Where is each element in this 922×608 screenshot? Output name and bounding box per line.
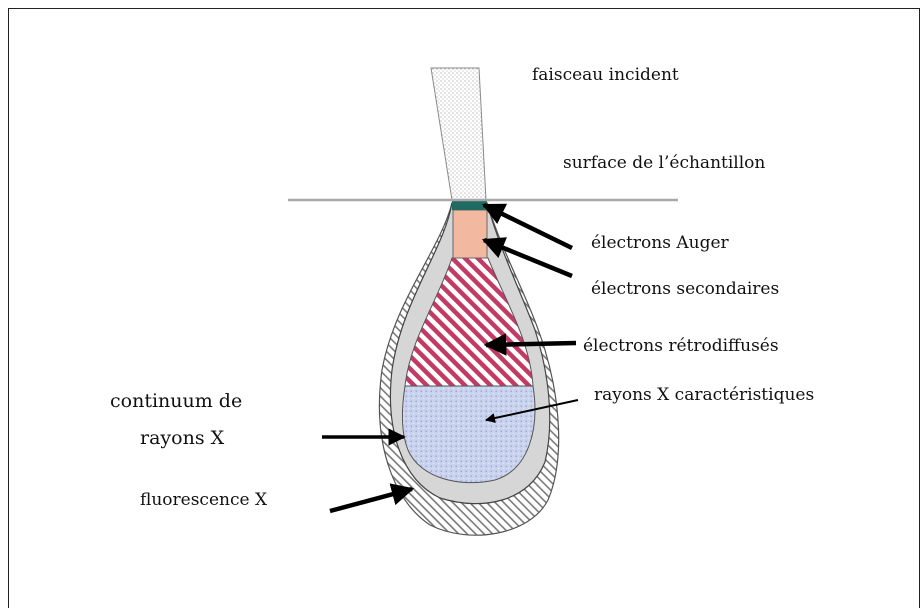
- incident-beam: [431, 68, 486, 200]
- beam-label: faisceau incident: [532, 65, 679, 85]
- interaction-volume-diagram: faisceau incident surface de l’échantill…: [0, 0, 922, 595]
- fluorescence-label: fluorescence X: [140, 490, 268, 510]
- backscattered-label: électrons rétrodiffusés: [583, 336, 779, 356]
- characteristic-xray-label: rayons X caractéristiques: [594, 385, 814, 405]
- auger-label: électrons Auger: [591, 233, 730, 253]
- continuum-label-line1: continuum de: [110, 390, 242, 412]
- continuum-label-line2: rayons X: [140, 427, 225, 449]
- characteristic-xray-volume: [402, 386, 535, 483]
- surface-label: surface de l’échantillon: [563, 153, 765, 173]
- backscattered-arrow: [486, 343, 576, 345]
- fluorescence-arrow: [330, 489, 412, 511]
- auger-electrons-region: [452, 201, 487, 210]
- secondary-electrons-region: [453, 210, 487, 258]
- secondary-label: électrons secondaires: [591, 279, 779, 299]
